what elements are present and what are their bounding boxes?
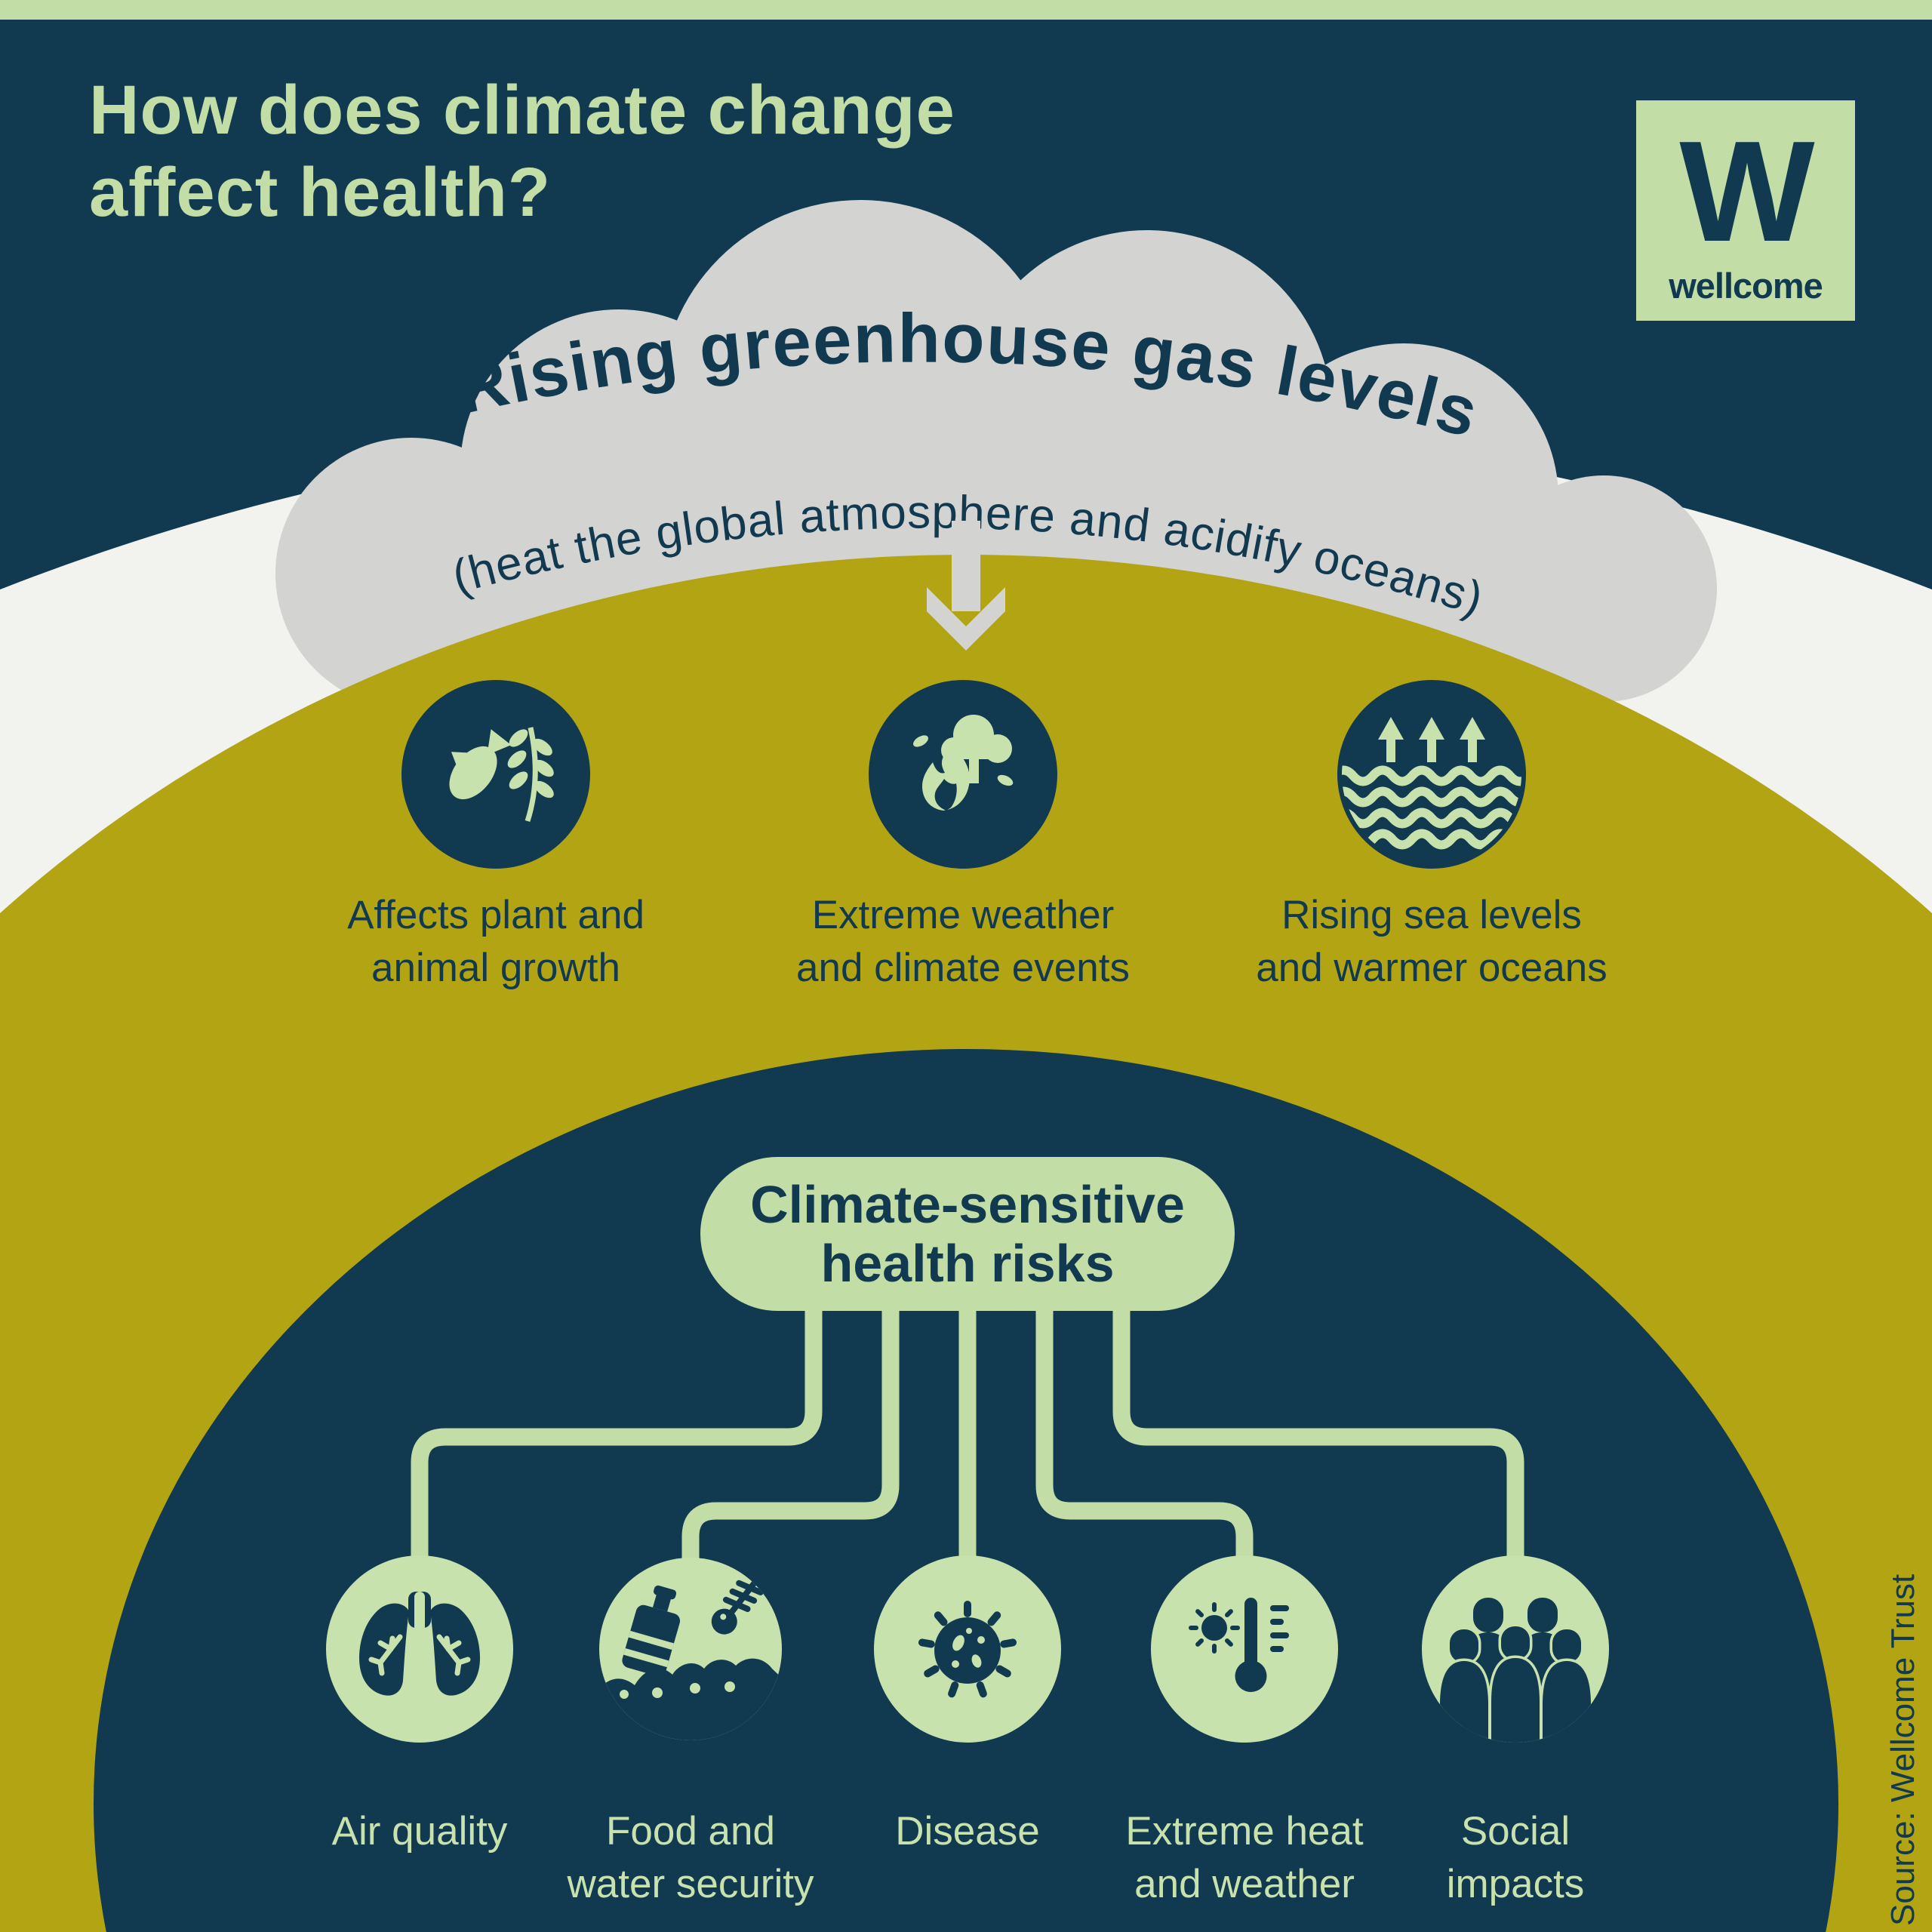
wellcome-logo-w: W	[1679, 112, 1814, 272]
people-icon	[1422, 1555, 1609, 1743]
risk-label-social-impacts: Social impacts	[1446, 1809, 1585, 1906]
source-credit: Source: Wellcome Trust	[1884, 1574, 1921, 1926]
risk-box-label: Climate-sensitive health risks	[750, 1175, 1185, 1293]
driver-label-sea-levels: Rising sea levels and warmer oceans	[1256, 893, 1607, 990]
wellcome-logo: W wellcome	[1636, 100, 1855, 321]
heat-thermometer-icon	[1151, 1555, 1338, 1743]
wellcome-logo-wordmark: wellcome	[1669, 266, 1823, 306]
connector-lines	[411, 1302, 1524, 1564]
virus-icon	[874, 1555, 1061, 1743]
driver-label-extreme-weather: Extreme weather and climate events	[796, 893, 1130, 990]
gray-down-arrow-icon	[927, 521, 1005, 651]
lungs-icon	[326, 1555, 513, 1743]
fish-and-plant-icon	[401, 680, 590, 869]
risk-box	[700, 1157, 1235, 1311]
top-accent-strip	[0, 0, 1932, 20]
risk-label-food-water: Food and water security	[567, 1809, 814, 1906]
page-title: How does climate change affect health?	[89, 72, 955, 231]
driver-label-plant-animal: Affects plant and animal growth	[347, 893, 645, 990]
storm-fire-icon	[869, 680, 1057, 869]
sea-level-rise-icon	[1337, 680, 1526, 869]
risk-label-extreme-heat: Extreme heat and weather	[1125, 1809, 1364, 1906]
risk-label-disease: Disease	[895, 1809, 1040, 1854]
risk-label-air-quality: Air quality	[331, 1809, 508, 1854]
